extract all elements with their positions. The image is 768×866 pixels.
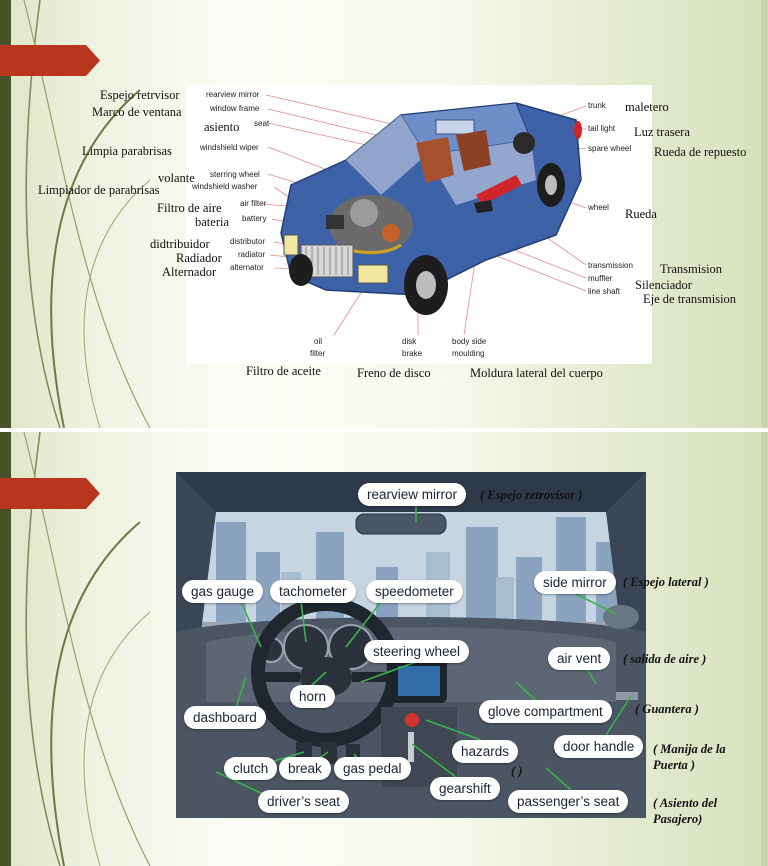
label-moldura-lateral: Moldura lateral del cuerpo [470, 366, 603, 380]
pill-clutch: clutch [224, 757, 278, 780]
label-distributor-en: distributor [230, 237, 266, 246]
label-radiador: Radiador [176, 251, 222, 265]
label-seat-en: seat [254, 119, 270, 128]
label-manija-es: ( Manija de la Puerta ) [653, 742, 726, 772]
pill-steering-wheel: steering wheel [364, 640, 470, 663]
label-luz-trasera: Luz trasera [634, 125, 690, 139]
car-illustration [261, 94, 587, 336]
pill-gearshift: gearshift [430, 777, 500, 800]
label-tail-light-en: tail light [588, 124, 616, 133]
slide-car-interior: rearview mirror gas gauge tachometer spe… [0, 432, 768, 866]
label-rueda: Rueda [625, 207, 657, 221]
label-muffler-en: muffler [588, 274, 613, 283]
label-filtro-de-aire: Filtro de aire [157, 201, 222, 215]
label-limpia-parabrisas: Limpia parabrisas [82, 144, 172, 158]
label-moulding-en: moulding [452, 349, 485, 358]
slide-car-parts: rearview mirror window frame seat windsh… [0, 0, 768, 428]
pill-side-mirror: side mirror [534, 571, 616, 594]
label-asiento: asiento [204, 120, 240, 134]
label-distribuidor: didtribuidor [150, 237, 210, 251]
label-transmission-en: transmission [588, 261, 633, 270]
label-brake-en: brake [402, 349, 423, 358]
pill-glove-compartment: glove compartment [479, 700, 612, 723]
label-spare-wheel-en: spare wheel [588, 144, 632, 153]
label-marco-de-ventana: Marco de ventana [92, 105, 182, 119]
pill-drivers-seat: driver’s seat [258, 790, 350, 813]
label-limpiador-de-parabrisas: Limpiador de parabrisas [38, 183, 160, 197]
slide-separator [0, 428, 768, 432]
pill-tachometer: tachometer [270, 580, 356, 603]
pill-speedometer: speedometer [366, 580, 463, 603]
label-disk-en: disk [402, 337, 417, 346]
pill-break: break [279, 757, 331, 780]
label-wheel-en: wheel [588, 203, 609, 212]
label-alternator-en: alternator [230, 263, 264, 272]
label-espejo-lateral-es: ( Espejo lateral ) [623, 575, 709, 589]
label-windshield-wiper-en: windshield wiper [200, 143, 259, 152]
label-radiator-en: radiator [238, 250, 266, 259]
label-filtro-de-aceite: Filtro de aceite [246, 364, 321, 378]
pill-gas-gauge: gas gauge [182, 580, 264, 603]
car-diagram-image: rearview mirror window frame seat windsh… [186, 85, 652, 364]
label-oil-en: oil [314, 337, 323, 346]
pill-passengers-seat: passenger’s seat [508, 790, 629, 813]
label-body-side-en: body side [452, 337, 487, 346]
title-banner [0, 478, 100, 509]
label-maletero: maletero [625, 100, 669, 114]
pill-dashboard: dashboard [184, 706, 266, 729]
title-banner [0, 45, 100, 76]
car-interior-image: rearview mirror gas gauge tachometer spe… [176, 472, 646, 818]
label-espejo-retrovisor: Espejo retrvisor [100, 88, 180, 102]
pill-door-handle: door handle [554, 735, 644, 758]
label-filter-en: filter [310, 349, 326, 358]
label-asiento-pasajero-es: ( Asiento del Pasajero) [653, 796, 718, 826]
label-bateria: bateria [195, 215, 230, 229]
label-trunk-en: trunk [588, 101, 606, 110]
label-salida-de-aire-es: ( salida de aire ) [623, 652, 707, 666]
label-silenciador: Silenciador [635, 278, 692, 292]
label-line-shaft-en: line shaft [588, 287, 621, 296]
label-transmision: Transmision [660, 262, 723, 276]
label-window-frame-en: window frame [210, 104, 260, 113]
label-steering-wheel-en: sterring wheel [210, 170, 260, 179]
label-windshield-washer-en: windshield washer [192, 182, 258, 191]
label-alternador: Alternador [162, 265, 217, 279]
pill-horn: horn [290, 685, 336, 708]
label-espejo-retrovisor-es: ( Espejo retrovisor ) [480, 488, 583, 502]
label-battery-en: battery [242, 214, 267, 223]
right-stripe [761, 0, 768, 428]
label-air-filter-en: air filter [240, 199, 267, 208]
label-guantera-es: ( Guantera ) [635, 702, 699, 716]
label-eje-de-transmision: Eje de transmision [643, 292, 737, 306]
label-rueda-de-repuesto: Rueda de repuesto [654, 145, 747, 159]
label-freno-de-disco: Freno de disco [357, 366, 431, 380]
label-rearview-mirror-en: rearview mirror [206, 90, 260, 99]
right-stripe [761, 432, 768, 866]
pill-gas-pedal: gas pedal [334, 757, 411, 780]
pill-hazards: hazards [452, 740, 519, 763]
label-volante: volante [158, 171, 195, 185]
pill-rearview-mirror: rearview mirror [358, 483, 467, 506]
label-blank-es: ( ) [511, 764, 523, 778]
pill-air-vent: air vent [548, 647, 611, 670]
